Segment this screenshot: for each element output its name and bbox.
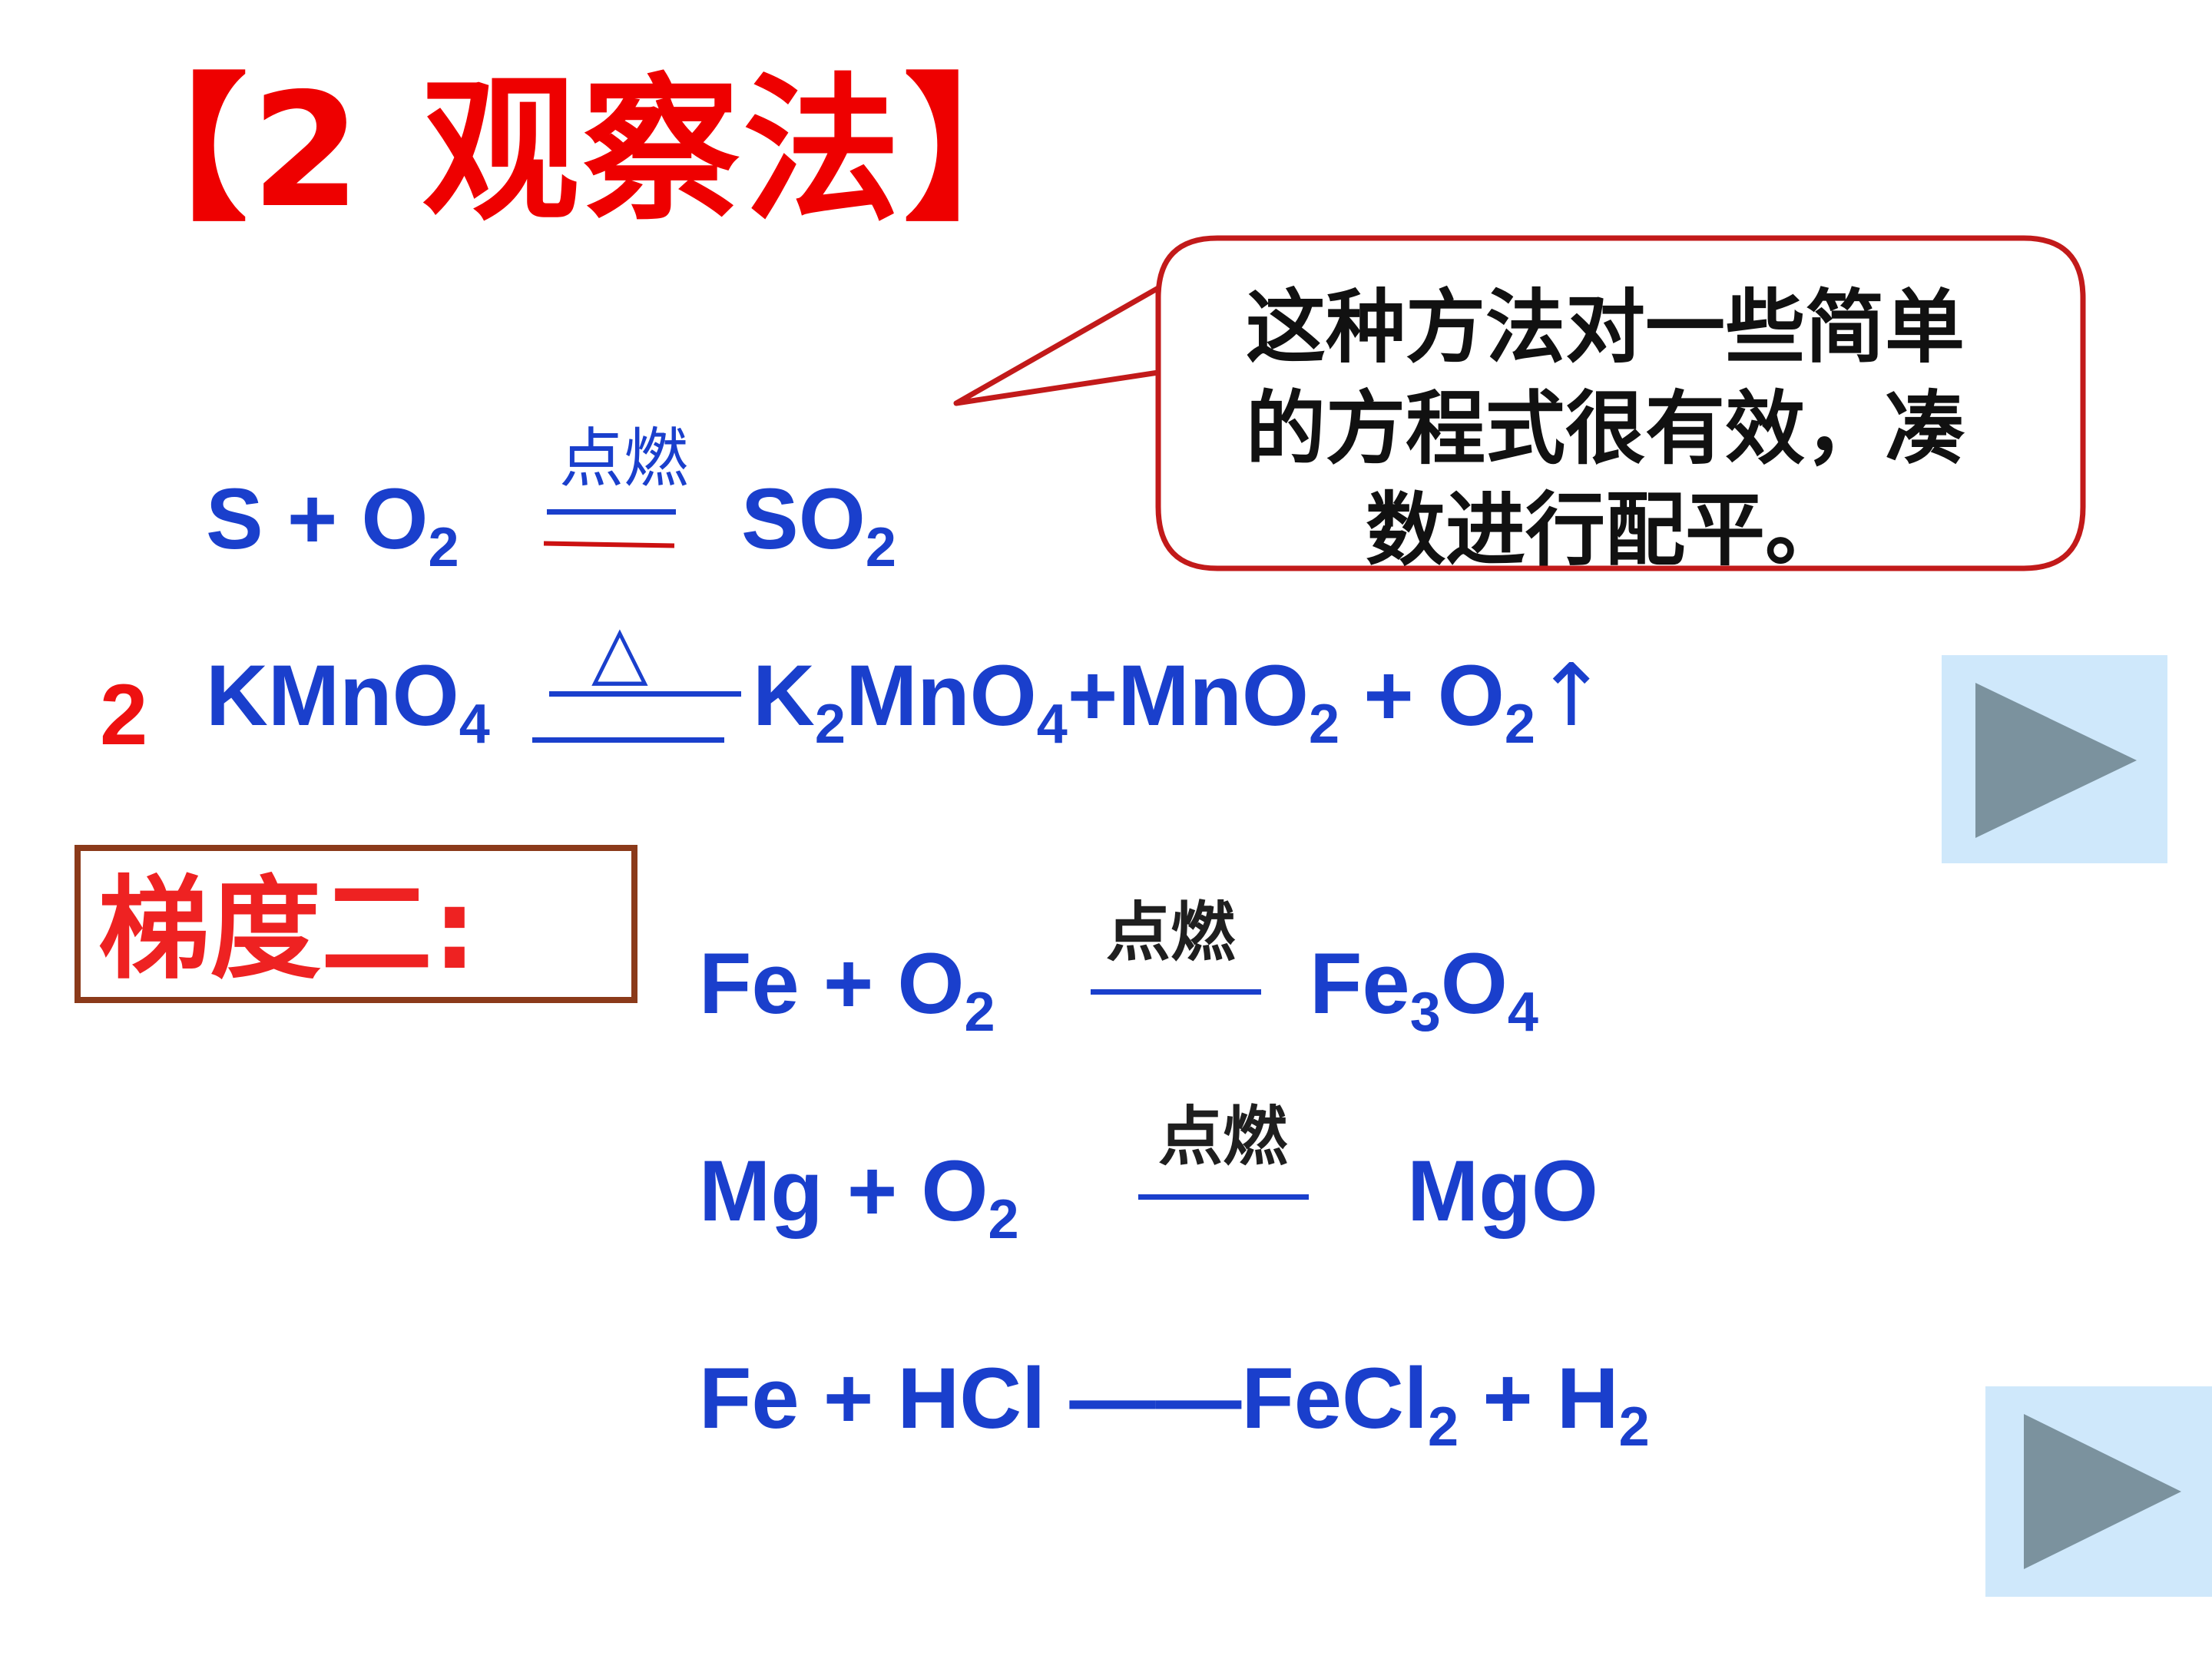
mg-o2-line xyxy=(1138,1194,1309,1200)
eq1-right: SO2 xyxy=(741,471,896,579)
callout-line: 这种方法对一些简单 xyxy=(1245,280,1965,374)
fe-hcl-equation: Fe + HCl ——FeCl2 + H2 xyxy=(699,1350,1650,1459)
fe-o2-right: Fe3O4 xyxy=(1310,935,1538,1044)
play-icon xyxy=(1975,683,2137,838)
mg-o2-condition: 点燃 xyxy=(1158,1098,1288,1174)
fe-o2-left: Fe + O2 xyxy=(699,935,995,1044)
eq2-coefficient: 2 xyxy=(100,667,148,763)
eq2-line-top xyxy=(549,691,741,697)
gradient-box xyxy=(75,845,637,1003)
mg-o2-left: Mg + O2 xyxy=(699,1143,1019,1251)
callout-text: 这种方法对一些简单 的方程式很有效，凑 数进行配平。 xyxy=(1183,276,2028,581)
slide-title: 【2 观察法】 xyxy=(91,60,1065,243)
eq2-condition-heat: △ xyxy=(591,608,648,694)
gradient-label: 梯度二: xyxy=(98,865,477,995)
eq2-products: K2MnO4+MnO2 + O2↑ xyxy=(753,646,1608,756)
callout-line: 数进行配平。 xyxy=(1365,483,1845,577)
eq2-reactant: KMnO4 xyxy=(206,647,490,756)
play-button[interactable] xyxy=(1942,655,2167,863)
eq1-condition: 点燃 xyxy=(559,421,689,496)
play-button[interactable] xyxy=(1985,1386,2212,1597)
eq1-left: S + O2 xyxy=(206,471,459,579)
eq1-line-top xyxy=(547,509,676,515)
fe-o2-condition: 点燃 xyxy=(1106,894,1236,970)
play-icon xyxy=(2024,1414,2181,1569)
mg-o2-right: MgO xyxy=(1407,1143,1598,1239)
eq2-line-bottom xyxy=(532,737,724,743)
fe-o2-line xyxy=(1091,989,1261,995)
callout-line: 的方程式很有效，凑 xyxy=(1245,382,1965,475)
